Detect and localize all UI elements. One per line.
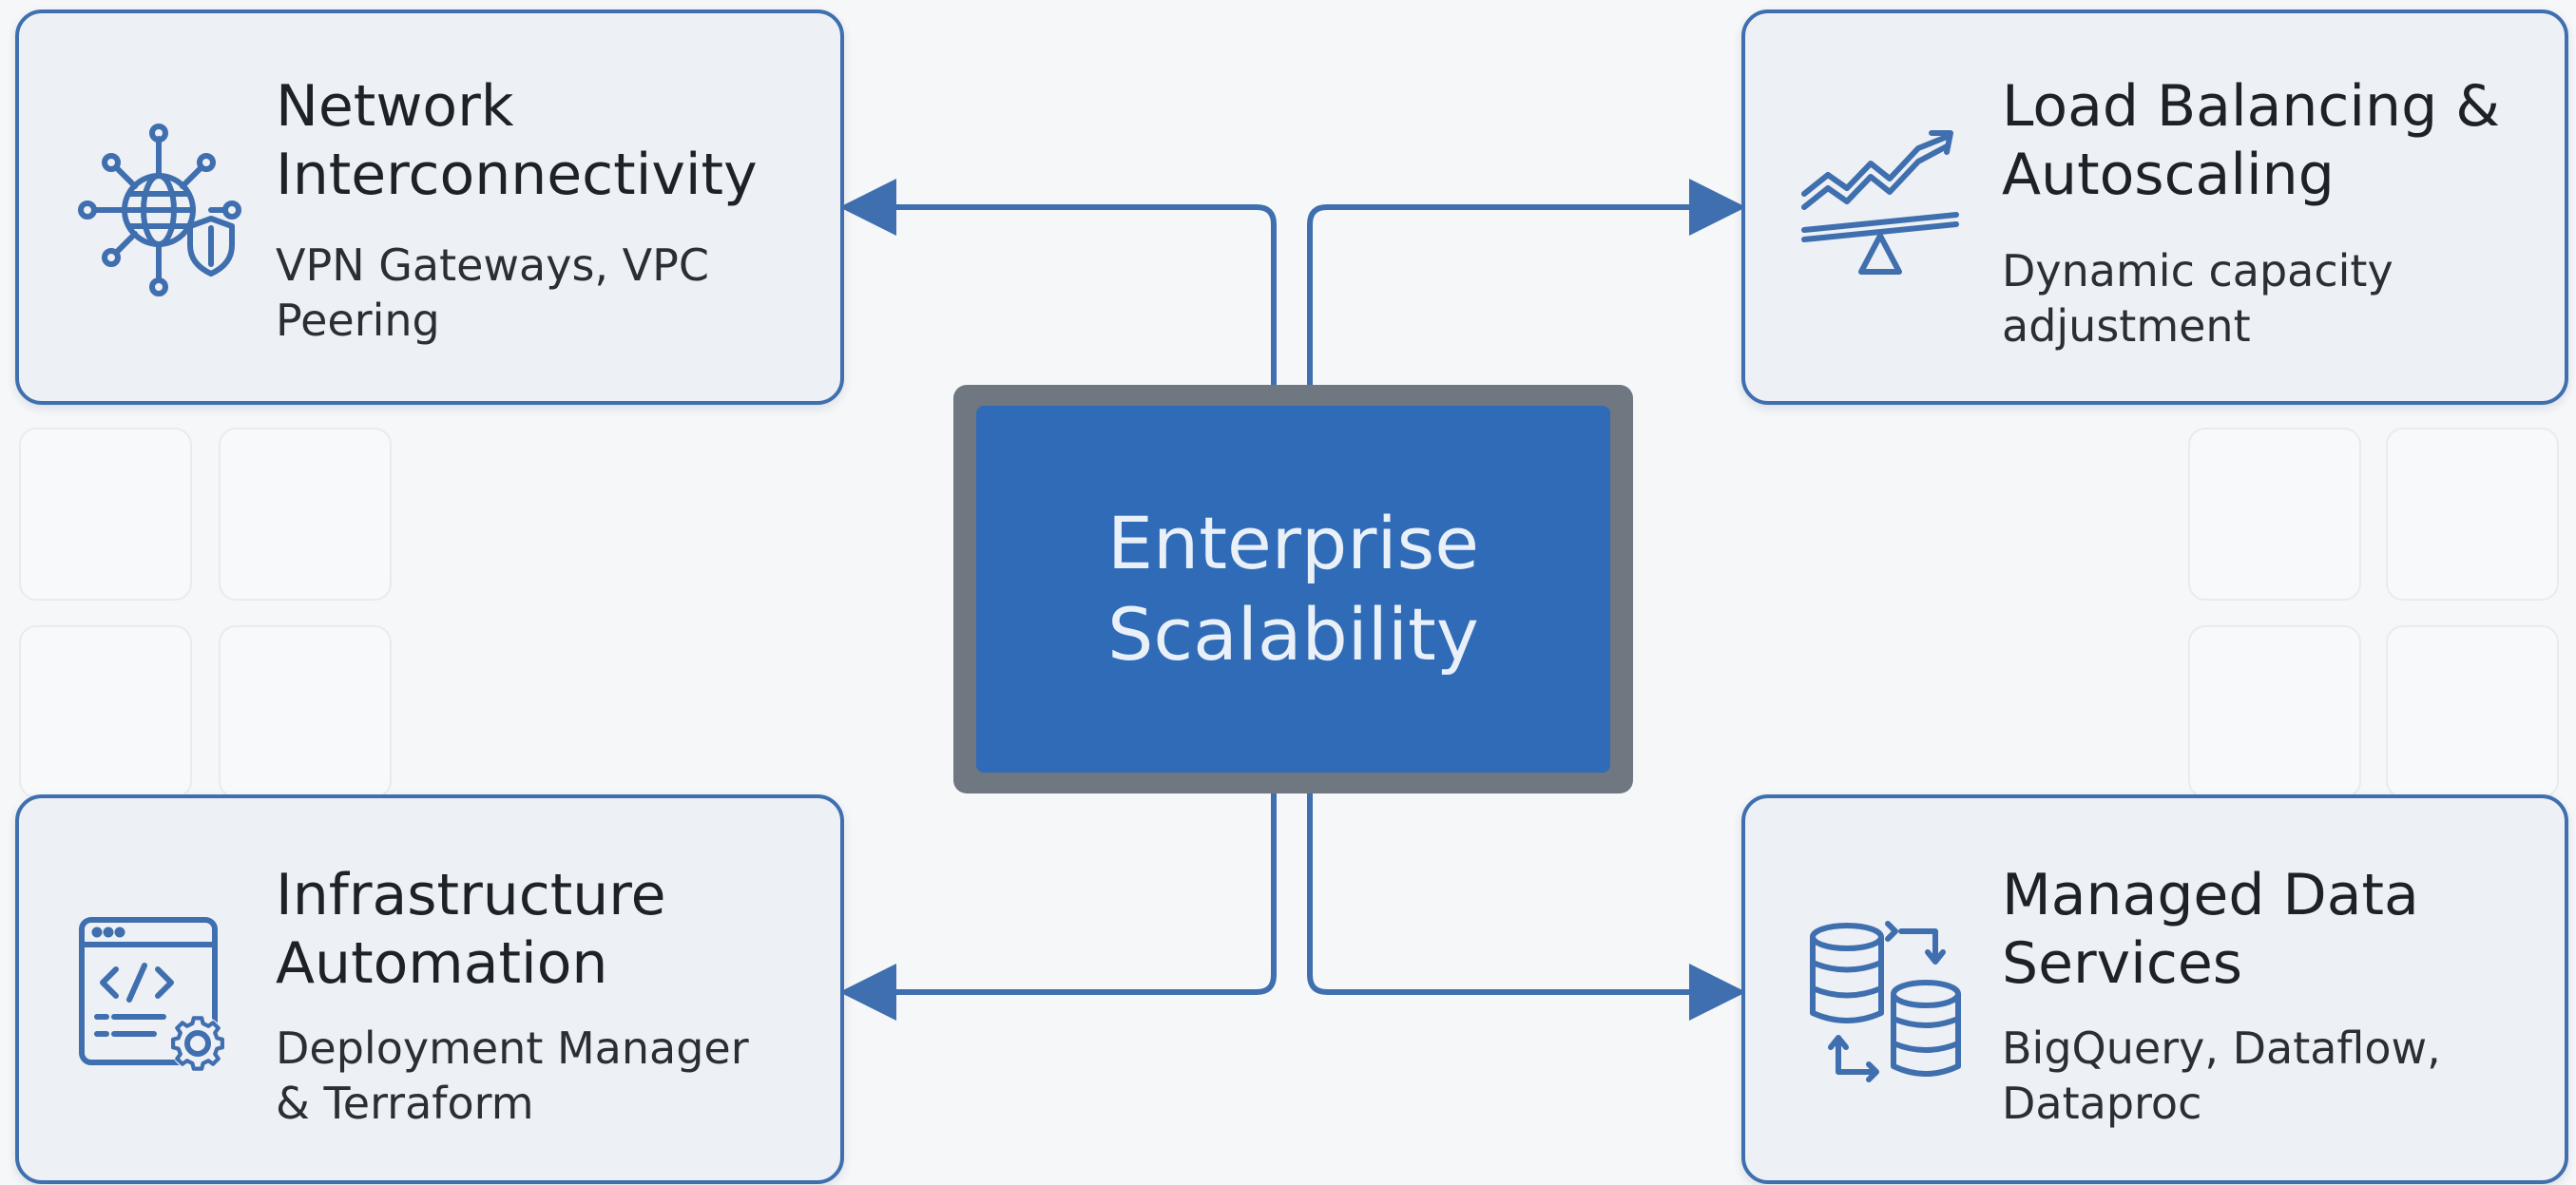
background-tile (2386, 625, 2559, 798)
card-subtitle: BigQuery, Dataflow, Dataproc (2002, 1023, 2441, 1129)
card-subtitle: Dynamic capacity adjustment (2002, 245, 2393, 352)
center-node-label: Enterprise Scalability (976, 406, 1610, 773)
card-load-balancing[interactable]: Load Balancing & Autoscaling Dynamic cap… (1741, 10, 2568, 405)
background-tile (219, 625, 392, 798)
connector-to-network (839, 179, 1277, 385)
card-managed-data-services[interactable]: Managed Data Services BigQuery, Dataflow… (1741, 794, 2568, 1184)
card-subtitle: Deployment Manager & Terraform (276, 1023, 749, 1129)
card-subtitle: VPN Gateways, VPC Peering (276, 239, 709, 346)
background-tile (2188, 625, 2361, 798)
connector-to-load-balancing (1307, 179, 1746, 385)
connector-to-infrastructure (839, 793, 1277, 1021)
connector-to-data-services (1307, 793, 1746, 1021)
card-title: Managed Data Services (2002, 862, 2419, 997)
background-tile (219, 428, 392, 601)
background-tile (2188, 428, 2361, 601)
card-network-interconnectivity[interactable]: Network Interconnectivity VPN Gateways, … (15, 10, 844, 405)
card-title: Infrastructure Automation (276, 862, 666, 997)
card-infrastructure-automation[interactable]: Infrastructure Automation Deployment Man… (15, 794, 844, 1184)
card-title: Network Interconnectivity (276, 73, 758, 208)
background-tile (2386, 428, 2559, 601)
code-window-gear-icon (68, 910, 249, 1091)
trend-balance-icon (1795, 120, 1975, 300)
card-title: Load Balancing & Autoscaling (2002, 73, 2501, 208)
background-tile (19, 428, 192, 601)
globe-network-shield-icon (68, 120, 249, 300)
center-node-enterprise-scalability[interactable]: Enterprise Scalability (953, 385, 1633, 793)
database-sync-icon (1795, 910, 1975, 1091)
